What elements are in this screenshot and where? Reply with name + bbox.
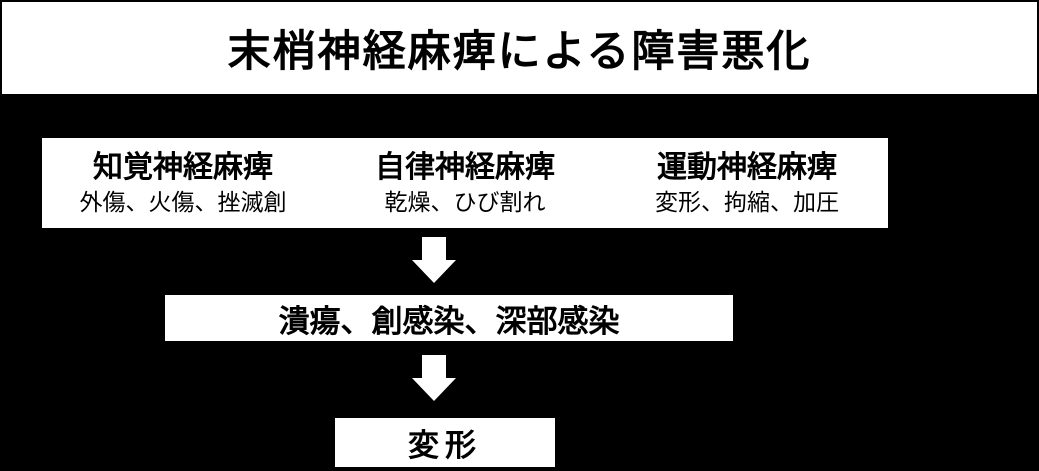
causes-strip: 知覚神経麻痺 外傷、火傷、挫滅創 自律神経麻痺 乾燥、ひび割れ 運動神経麻痺 変… xyxy=(42,138,888,228)
cause-autonomic-heading: 自律神経麻痺 xyxy=(375,150,555,184)
page-title: 末梢神経麻痺による障害悪化 xyxy=(227,28,812,76)
intermediate-result-label: 潰瘍、創感染、深部感染 xyxy=(278,303,620,339)
down-arrow-icon xyxy=(412,237,456,283)
down-arrow-icon xyxy=(412,355,456,401)
title-bar: 末梢神経麻痺による障害悪化 xyxy=(2,2,1037,94)
final-result-box: 変形 xyxy=(335,418,555,467)
intermediate-result-box: 潰瘍、創感染、深部感染 xyxy=(165,295,733,341)
cause-motor-detail: 変形、拘縮、加圧 xyxy=(655,189,839,216)
cause-motor-heading: 運動神経麻痺 xyxy=(657,150,837,184)
cause-sensory-detail: 外傷、火傷、挫滅創 xyxy=(79,189,287,216)
cause-sensory-heading: 知覚神経麻痺 xyxy=(93,150,273,184)
final-result-label: 変形 xyxy=(408,428,482,463)
cause-sensory-nerve: 知覚神経麻痺 外傷、火傷、挫滅創 xyxy=(42,138,324,228)
cause-autonomic-nerve: 自律神経麻痺 乾燥、ひび割れ xyxy=(324,138,606,228)
cause-autonomic-detail: 乾燥、ひび割れ xyxy=(384,189,546,216)
cause-motor-nerve: 運動神経麻痺 変形、拘縮、加圧 xyxy=(606,138,888,228)
